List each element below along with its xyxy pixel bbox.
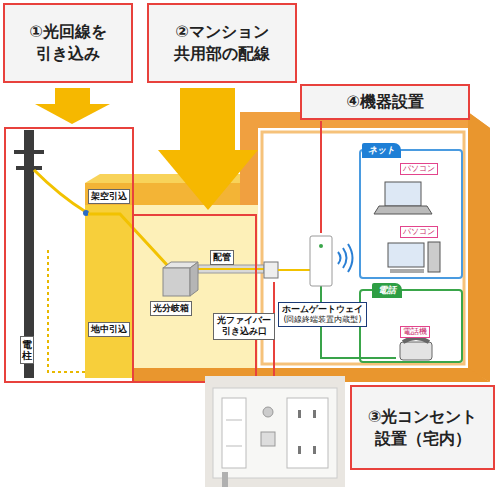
device-label: ホームゲートウェイ(回線終端装置内蔵型)	[278, 302, 367, 327]
room-frame	[262, 132, 464, 364]
part-label: 配管	[210, 250, 234, 265]
desktop-icon	[388, 243, 424, 267]
down-arrow	[158, 150, 258, 210]
indoor-fiber	[278, 269, 310, 271]
outlet-plate	[213, 388, 337, 478]
label-text: ネット	[368, 144, 395, 157]
phone-area	[360, 290, 462, 362]
laptop-icon	[374, 206, 432, 214]
region-outline	[133, 215, 256, 382]
keyboard-icon	[390, 269, 424, 273]
switch-module	[226, 420, 242, 421]
leader-line	[320, 121, 322, 233]
step-callout: ③光コンセント 設置（宅内）	[350, 385, 495, 470]
cable-plug	[222, 472, 228, 487]
splitter-box	[163, 268, 190, 296]
building-fiber	[88, 214, 168, 266]
step-callout: ④機器設置	[300, 84, 470, 120]
device-label: パソコン	[400, 163, 438, 175]
overhead-fiber	[34, 170, 86, 212]
room-interior	[258, 128, 468, 368]
label-text: パソコン	[403, 164, 435, 174]
label-text: パソコン	[403, 227, 435, 237]
conduit-fiber	[190, 268, 266, 270]
label-text: 架空引込	[91, 191, 127, 202]
coax-outlet	[263, 407, 273, 417]
label-text: (回線終端装置内蔵型)	[282, 315, 363, 325]
device-label: パソコン	[400, 226, 438, 238]
part-label: 地中引込	[88, 322, 130, 337]
callout-text: ④機器設置	[346, 91, 424, 113]
wifi-wave	[343, 248, 347, 268]
step-callout: ①光回線を 引き込み	[3, 3, 133, 83]
common-area-interior	[133, 205, 258, 368]
power-outlet	[287, 398, 328, 468]
switch-module	[226, 446, 242, 447]
callout-text: ③光コンセント 設置（宅内）	[358, 406, 487, 449]
phone-icon	[400, 342, 432, 360]
part-label: 架空引込	[88, 189, 130, 204]
step-callout: ②マンション 共用部の配線	[147, 3, 297, 83]
network-tag: ネット	[362, 143, 401, 158]
down-arrow	[35, 104, 110, 124]
label-text: ホームゲートウェイ	[282, 304, 363, 315]
outlet-slot	[313, 410, 316, 418]
label-text: 光分岐箱	[153, 303, 189, 314]
fiber-entry-box	[264, 262, 278, 278]
label-text: 地中引込	[91, 324, 127, 335]
laptop-icon	[385, 182, 421, 206]
outlet-slot	[313, 446, 316, 454]
outlet-photo	[205, 376, 345, 487]
region-outline	[5, 128, 133, 382]
part-label: 光分岐箱	[150, 301, 192, 316]
device-label: 電話機	[400, 326, 430, 338]
label-text: 配管	[213, 252, 231, 263]
pole-label: 電柱	[20, 336, 34, 364]
down-arrow	[55, 88, 90, 104]
outlet-slot	[298, 410, 301, 418]
house-side-wall	[468, 112, 490, 382]
label-text: 電話機	[403, 327, 427, 337]
underground-fiber	[48, 250, 85, 372]
fiber-outlet	[261, 432, 275, 446]
outlet-slot	[298, 446, 301, 454]
phone-handset	[403, 338, 429, 342]
splitter-box	[190, 262, 198, 296]
desktop-icon	[428, 242, 440, 272]
label-text: 電柱	[22, 339, 32, 361]
phone-tag: 電話	[372, 283, 402, 298]
callout-text: ①光回線を 引き込み	[11, 21, 125, 64]
network-area	[360, 150, 462, 278]
label-text: 電話	[378, 284, 396, 297]
pole-crossarm	[14, 150, 44, 154]
wifi-wave	[338, 252, 341, 264]
wifi-wave	[348, 244, 353, 272]
gateway-lamp	[319, 244, 323, 248]
building-top-slab	[85, 183, 258, 205]
down-arrow	[180, 88, 235, 150]
pole-crossarm	[16, 166, 42, 170]
gateway-device	[310, 236, 332, 286]
callout-text: ②マンション 共用部の配線	[155, 21, 289, 64]
label-text: 光ファイバー 引き込み口	[216, 315, 272, 338]
part-label: 光ファイバー 引き込み口	[213, 313, 275, 340]
switch-module	[222, 398, 246, 468]
building-wall	[85, 205, 133, 378]
